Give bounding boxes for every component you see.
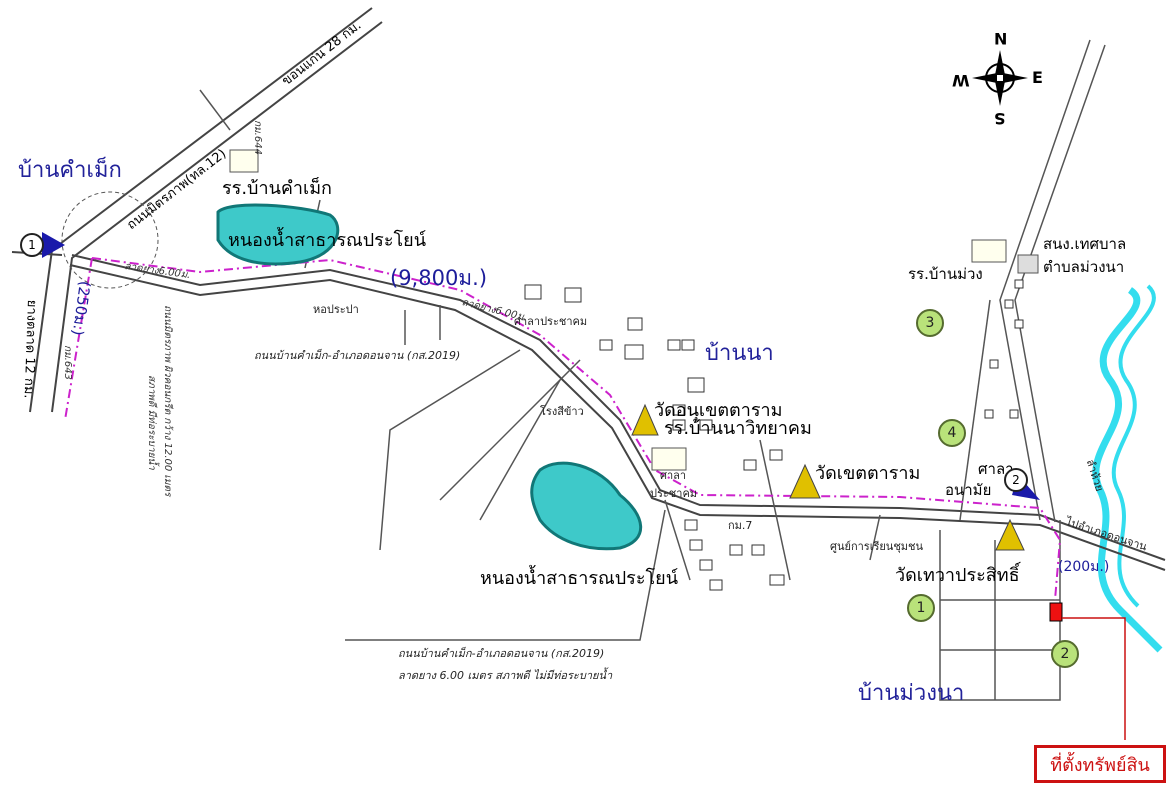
temple-icons <box>631 403 1025 551</box>
road-spec-bottom: ลาดยาง 6.00 เมตร สภาพดี ไม่มีท่อระบายน้ำ <box>398 669 613 682</box>
place-ban-muang-na: บ้านม่วงนา <box>858 681 965 706</box>
place-pond-1: หนองน้ำสาธารณประโยน์ <box>228 230 427 251</box>
place-health-2: อนามัย <box>945 481 992 499</box>
numbered-marker-4: 4 <box>938 419 966 447</box>
place-mill: โรงสีข้าว <box>540 405 584 418</box>
pond-2 <box>530 461 643 551</box>
place-water-tower: หอประปา <box>313 303 359 316</box>
turn-marker: 2 <box>1004 468 1028 492</box>
place-health-1: ศาลา <box>978 460 1014 478</box>
houses <box>524 279 1024 591</box>
road-2019-label: ถนนบ้านคำเม็ก-อำเภอดอนจาน (กส.2019) <box>254 349 461 362</box>
route-path <box>91 257 1062 601</box>
road-2019-label-bottom: ถนนบ้านคำเม็ก-อำเภอดอนจาน (กส.2019) <box>398 647 605 660</box>
place-municipal-2: ตำบลม่วงนา <box>1043 258 1125 276</box>
highway-spec-2: สภาพดี มีท่อระบายน้ำ <box>146 375 157 470</box>
school-icons <box>229 149 1039 471</box>
distance-last: (200ม.) <box>1058 559 1110 575</box>
place-km643: กม.643 <box>62 345 73 380</box>
place-ban-kham-mek: บ้านคำเม็ก <box>18 158 122 183</box>
highway-spec-1: ถนนมิตรภาพ ผิวคอนกรีต กว้าง 12.00 เมตร <box>162 305 173 497</box>
place-km7: กม.7 <box>728 519 753 532</box>
highway-distance-left: ยางตลาด 12 กม. <box>20 299 39 399</box>
distance-main: (9,800ม.) <box>390 266 488 290</box>
compass-n: N <box>994 29 1008 48</box>
place-school-na: รร.บ้านนาวิทยาคม <box>664 418 812 439</box>
main-roads <box>69 39 1166 701</box>
place-sala-1: ศาลาประชาคม <box>514 315 588 328</box>
compass-w: W <box>952 71 970 90</box>
start-marker: 1 <box>20 233 44 257</box>
compass-icon <box>972 50 1028 106</box>
place-sala-2b: ประชาคม <box>650 487 698 500</box>
place-wat-khet: วัดเขตตาราม <box>815 463 921 484</box>
numbered-marker-3: 3 <box>916 309 944 337</box>
place-sala-2a: ศาลา <box>660 469 687 482</box>
place-school-kham-mek: รร.บ้านคำเม็ก <box>222 178 332 199</box>
place-ban-na: บ้านนา <box>705 341 774 366</box>
place-municipal-1: สนง.เทศบาล <box>1043 235 1127 253</box>
place-school-muang: รร.บ้านม่วง <box>908 265 983 283</box>
place-wat-thewa: วัดเทวาประสิทธิ์ <box>895 565 1020 586</box>
place-learning-center: ศูนย์การเรียนชุมชน <box>830 540 924 553</box>
start-arrow-icon <box>42 232 65 258</box>
numbered-marker-1: 1 <box>907 594 935 622</box>
pond-1 <box>216 203 340 266</box>
compass-e: E <box>1032 68 1043 87</box>
stream <box>1092 287 1163 653</box>
place-wat-anu: วัดอนุเขตตาราม <box>654 400 783 421</box>
asset-marker <box>1049 602 1063 622</box>
place-pond-2: หนองน้ำสาธารณประโยน์ <box>480 568 679 589</box>
asset-location-label: ที่ตั้งทรัพย์สิน <box>1034 745 1166 783</box>
place-km644: กม.644 <box>252 120 263 155</box>
compass-s: S <box>994 109 1006 128</box>
numbered-marker-2: 2 <box>1051 640 1079 668</box>
